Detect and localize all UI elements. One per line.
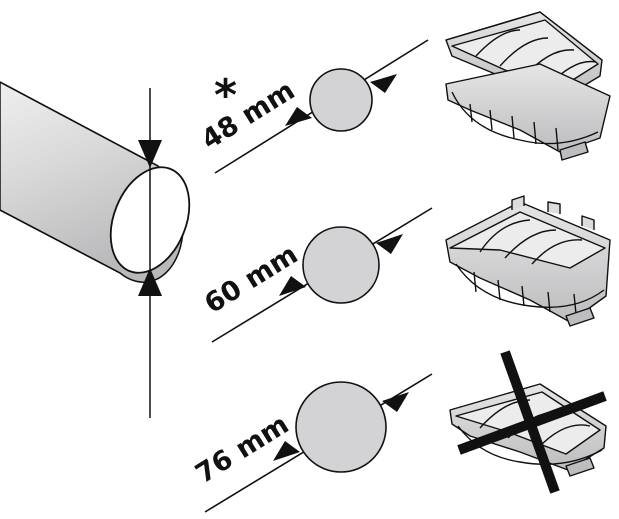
pipe-arrow-bottom <box>138 268 162 296</box>
pipe-arrow-top <box>138 140 162 168</box>
cross-out-line-2 <box>500 350 560 494</box>
diameter-circle-60 <box>302 226 380 304</box>
size-label-48: 48 mm <box>196 75 300 156</box>
pipe-illustration <box>0 81 191 418</box>
diameter-circle-76 <box>295 381 387 473</box>
size-row-60: 60 mm <box>199 207 433 343</box>
clamp-not-suitable-76 <box>449 350 607 494</box>
clamp-assembled-60 <box>445 195 611 327</box>
diameter-circle-48 <box>309 68 373 132</box>
clamp-halves-48 <box>445 11 611 161</box>
size-row-76: 76 mm <box>190 373 433 513</box>
recommended-marker: * <box>214 70 237 121</box>
size-label-60: 60 mm <box>199 239 303 320</box>
size-label-76: 76 mm <box>190 409 294 490</box>
